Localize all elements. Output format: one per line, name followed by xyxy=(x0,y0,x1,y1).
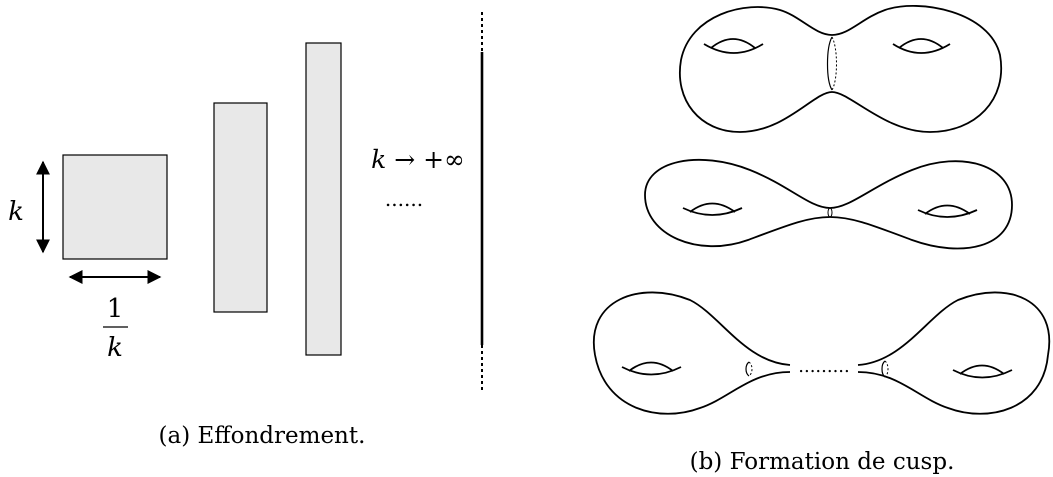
caption-b: (b) Formation de cusp. xyxy=(690,449,955,475)
width-label-numerator: 1 xyxy=(107,294,124,324)
cusp-dots: ......... xyxy=(798,356,850,377)
surface-top xyxy=(679,4,1003,133)
surface-bottom-left xyxy=(592,291,791,415)
dots-label: ...... xyxy=(385,187,423,211)
caption-a: (a) Effondrement. xyxy=(159,423,366,449)
surface-middle xyxy=(644,159,1013,250)
panel-a-collapse: k 1 k k → +∞ ...... (a) Effondrement. xyxy=(8,12,484,449)
rectangle-medium xyxy=(213,102,268,313)
surface-bottom-right xyxy=(857,291,1051,415)
rectangle-tall xyxy=(305,42,342,356)
limit-label: k → +∞ xyxy=(371,145,465,174)
width-label-denominator: k xyxy=(107,333,123,363)
square xyxy=(62,154,168,260)
panel-b-cusp xyxy=(592,4,1051,415)
height-label: k xyxy=(8,197,24,227)
